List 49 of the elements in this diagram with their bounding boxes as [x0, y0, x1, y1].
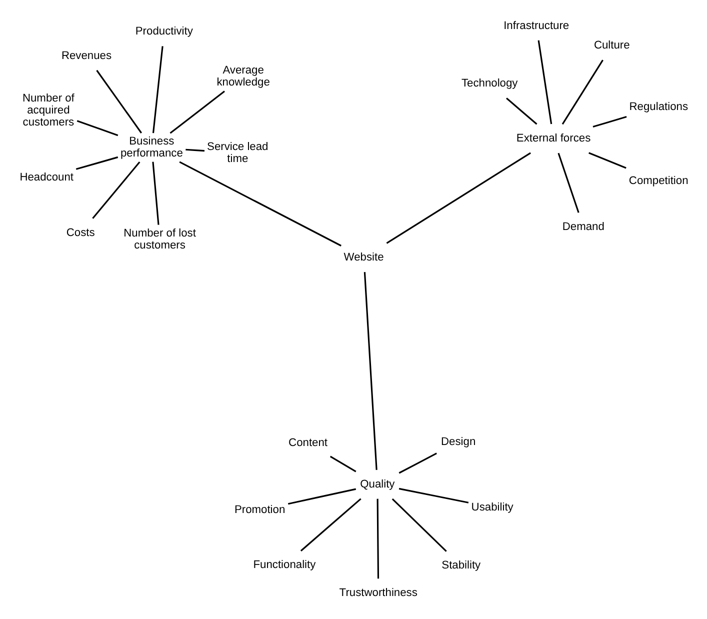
node-text: Trustworthiness	[338, 587, 417, 600]
connector	[185, 148, 204, 152]
connector	[376, 498, 379, 579]
node-text: Quality	[360, 478, 394, 490]
node-text: Design	[440, 436, 476, 448]
connector	[588, 152, 626, 169]
node-text: Demand	[562, 220, 604, 233]
node-text: Content	[288, 437, 328, 450]
node-text: Business performance	[120, 135, 182, 160]
node-text: Service lead time	[206, 140, 268, 165]
node-text: Website	[343, 251, 384, 264]
node-text: External forces	[516, 132, 590, 144]
connector	[76, 120, 118, 136]
node-text: Revenues	[60, 50, 112, 62]
connector	[92, 161, 140, 219]
node-text: Headcount	[19, 172, 74, 184]
node-text: Technology	[460, 78, 518, 90]
node-text: Infrastructure	[503, 20, 569, 32]
node-text: Number of lost customers	[123, 227, 196, 252]
connector	[506, 98, 537, 125]
connector	[96, 70, 142, 134]
connector	[537, 40, 552, 124]
node-text: Stability	[441, 560, 480, 572]
node-text: Number of acquired customers	[22, 92, 74, 128]
node-text: Functionality	[252, 559, 316, 572]
node-text: Regulations	[628, 101, 688, 114]
node-text: Promotion	[234, 504, 285, 516]
node-text: Usability	[470, 501, 513, 514]
connector	[287, 488, 356, 505]
connector	[329, 456, 356, 472]
connector	[557, 152, 579, 213]
connector	[592, 116, 626, 128]
connector	[169, 90, 224, 134]
connector	[561, 60, 603, 125]
connector	[363, 272, 377, 470]
connector	[178, 161, 341, 246]
connector	[391, 498, 446, 552]
connector	[75, 156, 118, 170]
node-text: Costs	[66, 226, 94, 239]
connector	[398, 452, 436, 474]
node-text: Average knowledge	[216, 64, 270, 89]
connector	[398, 488, 468, 504]
connector	[152, 162, 159, 225]
node-text: Productivity	[134, 26, 192, 38]
node-text: Competition	[628, 175, 688, 188]
connector	[152, 46, 163, 134]
connector	[300, 498, 361, 552]
node-text: Culture	[593, 40, 630, 52]
connector	[386, 152, 530, 244]
